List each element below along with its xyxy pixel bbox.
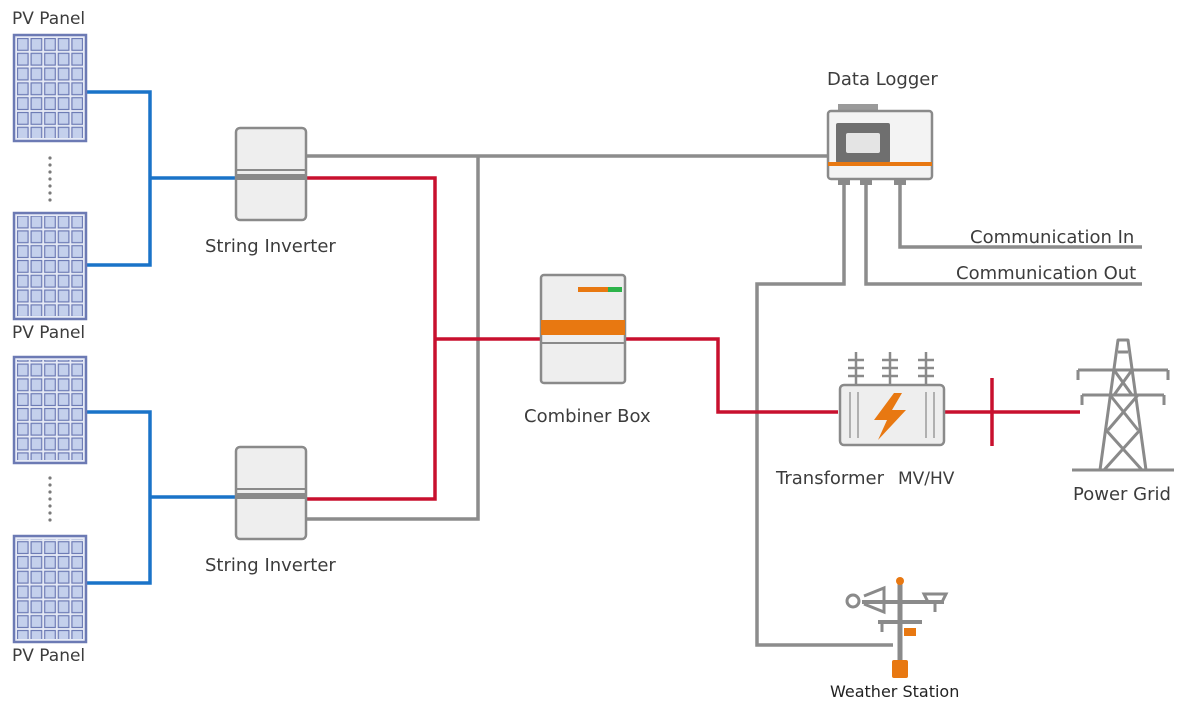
pv-panel-label-bottom: PV Panel xyxy=(12,646,85,666)
pv-panel-label-top: PV Panel xyxy=(12,9,85,29)
dc-wires xyxy=(86,90,238,585)
pv-panel-label-mid: PV Panel xyxy=(12,323,85,343)
dc-wire-bottom xyxy=(86,410,238,585)
pv-panel-icon xyxy=(12,355,88,465)
weather-station-icon xyxy=(845,577,949,678)
combiner-box-label: Combiner Box xyxy=(524,406,651,427)
comm-wire-out xyxy=(864,182,1142,286)
ellipsis-icon xyxy=(48,476,52,522)
lightning-bolt-icon xyxy=(874,393,906,440)
ac-wire-top-inverter xyxy=(306,176,437,501)
anemometer-icon xyxy=(845,585,886,615)
pv-panel-icon xyxy=(12,33,88,143)
string-inverter-icon-bottom xyxy=(234,445,308,541)
transformer-rating-label: MV/HV xyxy=(898,469,955,489)
transformer-label: Transformer xyxy=(775,468,885,489)
data-logger-label: Data Logger xyxy=(827,69,938,90)
transformer-icon xyxy=(838,352,946,447)
comm-wire-weather xyxy=(755,182,893,647)
communication-in-label: Communication In xyxy=(970,227,1134,248)
comm-wire-bus xyxy=(306,156,480,521)
combiner-box-icon xyxy=(539,273,627,385)
power-grid-tower-icon xyxy=(1072,338,1174,472)
string-inverter-label-bottom: String Inverter xyxy=(205,555,336,576)
pv-panel-icon xyxy=(12,534,88,644)
communication-out-label: Communication Out xyxy=(956,263,1136,284)
communication-wires xyxy=(306,154,1142,647)
pv-panel-group-top xyxy=(12,33,88,321)
ac-wire-to-transformer xyxy=(625,337,838,414)
string-inverter-label-top: String Inverter xyxy=(205,236,336,257)
data-logger-icon xyxy=(826,104,934,185)
pv-panel-group-bottom xyxy=(12,355,88,644)
string-inverter-icon-top xyxy=(234,126,308,222)
comm-wire-in xyxy=(898,182,1142,249)
pv-panel-icon xyxy=(12,211,88,321)
weather-station-label: Weather Station xyxy=(830,682,959,701)
rain-gauge-icon xyxy=(921,592,949,612)
power-grid-label: Power Grid xyxy=(1073,484,1171,505)
ac-wires xyxy=(306,176,1080,501)
ellipsis-icon xyxy=(48,156,52,202)
dc-wire-top xyxy=(86,90,238,267)
